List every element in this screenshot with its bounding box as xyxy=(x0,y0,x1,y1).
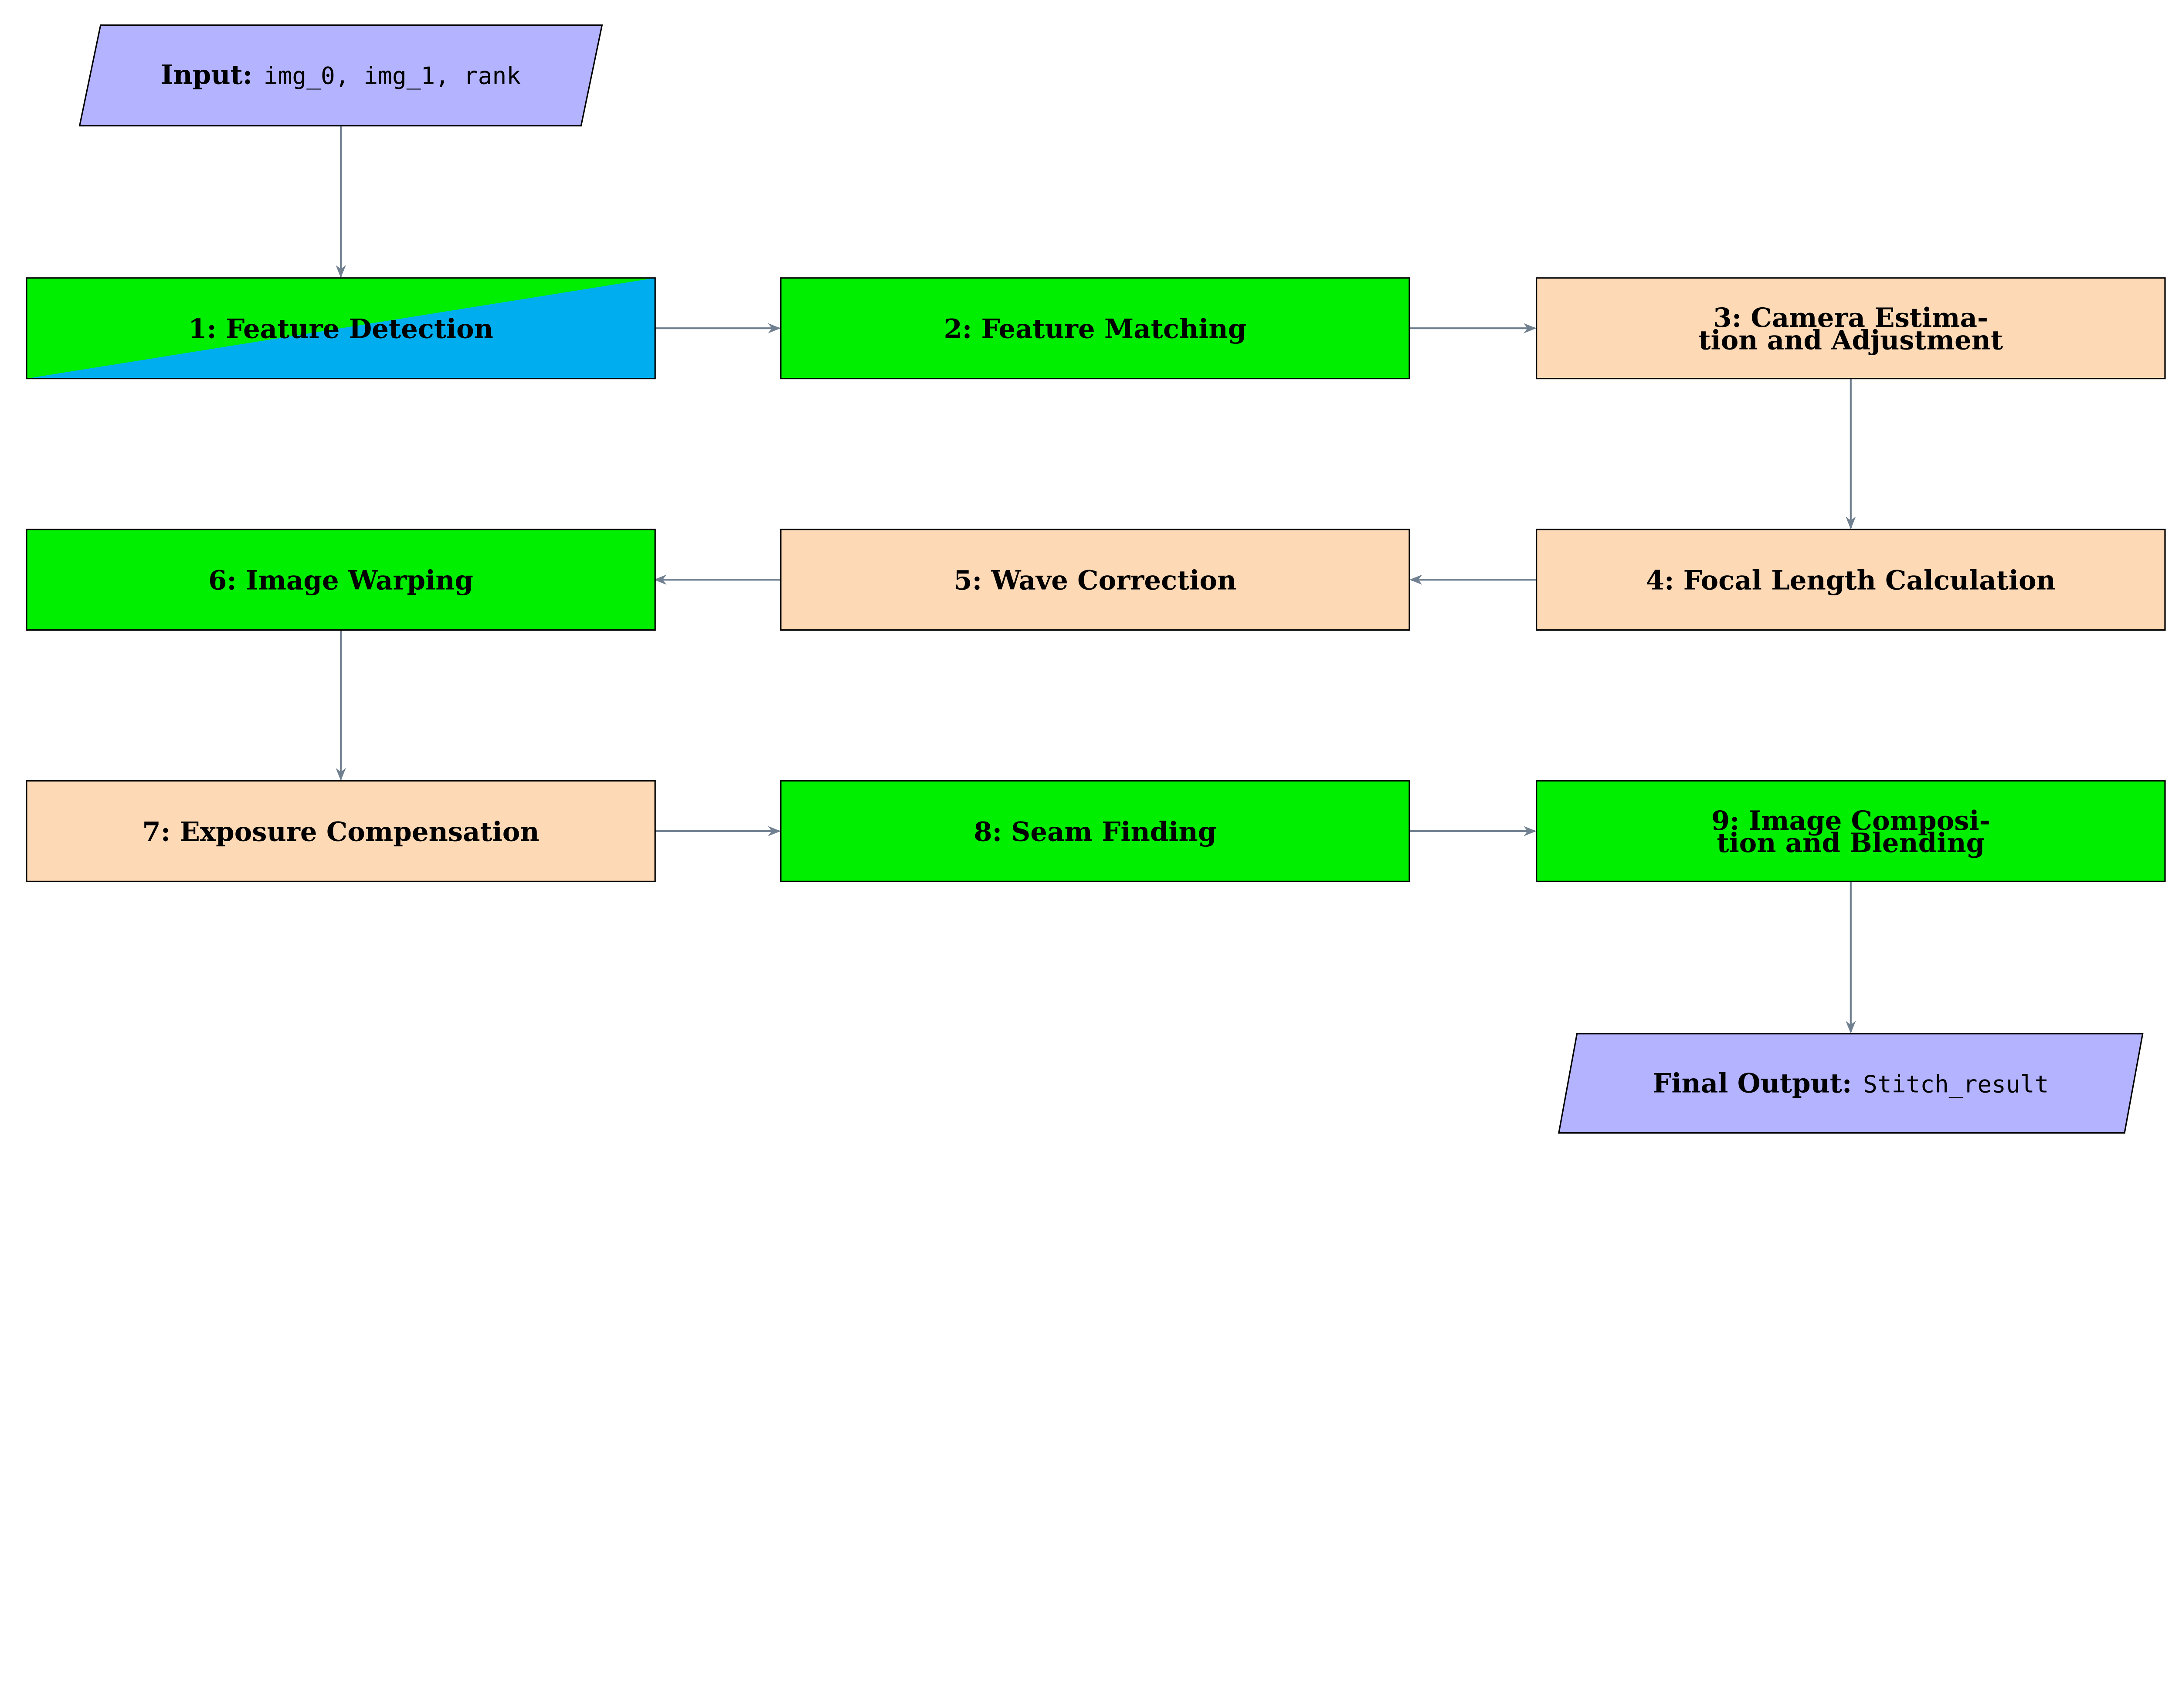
node-box xyxy=(26,529,656,631)
step-label: 5: Wave Correction xyxy=(954,565,1236,596)
input-shape xyxy=(78,24,603,127)
step-label: 7: Exposure Compensation xyxy=(142,816,539,847)
step-label: 3: Camera Estima- xyxy=(1713,302,1988,333)
step-node-2: 2: Feature Matching xyxy=(780,277,1410,380)
step-label: 8: Seam Finding xyxy=(974,816,1216,847)
output-label: Final Output: Stitch_result xyxy=(1653,1068,2049,1099)
output-title: Final Output: xyxy=(1653,1068,1852,1099)
node-box xyxy=(780,277,1410,380)
nodes-layer: 1: Feature Detection 2: Feature Matching 3… xyxy=(26,24,2166,1134)
output-code: Stitch_result xyxy=(1863,1070,2049,1098)
step-node-6: 6: Image Warping xyxy=(26,529,656,631)
input-label: Input: img_0, img_1, rank xyxy=(161,59,521,90)
node-box xyxy=(780,529,1410,631)
input-node: Input: img_0, img_1, rank xyxy=(78,24,603,127)
node-box xyxy=(1536,780,2166,883)
step-node-8: 8: Seam Finding xyxy=(780,780,1410,883)
step-label: 2: Feature Matching xyxy=(944,314,1246,345)
stitching-pipeline-flowchart: 1: Feature Detection 2: Feature Matching 3… xyxy=(26,24,2166,1134)
step-node-4: 4: Focal Length Calculation xyxy=(1536,529,2166,631)
step-node-9: 9: Image Composi-tion and Blending xyxy=(1536,780,2166,883)
edges-layer xyxy=(336,126,1856,1034)
step-node-5: 5: Wave Correction xyxy=(780,529,1410,631)
output-node: Final Output: Stitch_result xyxy=(1558,1033,2144,1134)
node-box xyxy=(780,780,1410,883)
step-node-7: 7: Exposure Compensation xyxy=(26,780,656,883)
step-label: tion and Blending xyxy=(1717,828,1985,859)
step-node-1: 1: Feature Detection xyxy=(26,277,656,380)
step-label: 6: Image Warping xyxy=(208,565,473,596)
node-box xyxy=(1536,277,2166,380)
step-label: tion and Adjustment xyxy=(1698,325,2003,356)
step-node-3: 3: Camera Estima-tion and Adjustment xyxy=(1536,277,2166,380)
node-box xyxy=(26,780,656,883)
step-label: 9: Image Composi- xyxy=(1711,805,1990,836)
step-label: 1: Feature Detection xyxy=(188,314,493,345)
step-label: 4: Focal Length Calculation xyxy=(1646,565,2056,596)
node-box xyxy=(1536,529,2166,631)
input-code: img_0, img_1, rank xyxy=(264,61,521,89)
output-shape xyxy=(1558,1033,2144,1134)
input-title: Input: xyxy=(161,59,252,90)
node-border xyxy=(26,277,656,380)
